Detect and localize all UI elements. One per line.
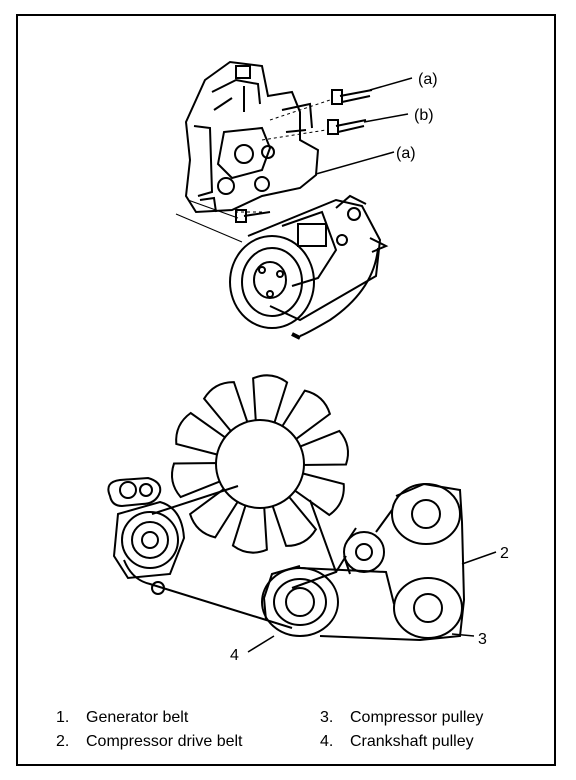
- callout-4: 4: [230, 647, 239, 664]
- legend-label: Generator belt: [86, 709, 189, 726]
- legend-label: Compressor pulley: [350, 709, 484, 726]
- fan-blade: [202, 381, 250, 436]
- fan-blade: [252, 374, 289, 428]
- legend-row: 2. Compressor drive belt 4. Crankshaft p…: [56, 730, 526, 754]
- legend: 1. Generator belt 3. Compressor pulley 2…: [56, 706, 526, 754]
- fan-hub: [215, 419, 305, 509]
- fan-blade: [171, 461, 225, 499]
- legend-number: 3.: [320, 709, 334, 726]
- callout-b: (b): [414, 107, 434, 124]
- fan-blades: [171, 374, 349, 554]
- fan-blade: [231, 500, 268, 554]
- legend-number: 1.: [56, 709, 70, 726]
- fan-blade: [290, 471, 345, 517]
- callout-leaders-top: [315, 77, 413, 175]
- callout-leaders-bottom: [247, 551, 497, 653]
- legend-number: 4.: [320, 733, 334, 750]
- diagram-frame: [16, 14, 556, 766]
- fan-blade: [175, 411, 230, 457]
- legend-label: Crankshaft pulley: [350, 733, 474, 750]
- callout-2: 2: [500, 545, 509, 562]
- legend-row: 1. Generator belt 3. Compressor pulley: [56, 706, 526, 730]
- legend-item: 3. Compressor pulley: [320, 709, 526, 727]
- fan-blade: [270, 492, 318, 547]
- fan-blade: [295, 429, 349, 467]
- legend-label: Compressor drive belt: [86, 733, 243, 750]
- legend-number: 2.: [56, 733, 70, 750]
- belt-routing-illustration: [107, 476, 466, 642]
- fan-blade: [188, 485, 242, 539]
- fan-blade: [278, 389, 332, 443]
- compressor-bracket-illustration: [175, 60, 389, 340]
- callout-3: 3: [478, 631, 487, 648]
- legend-item: 1. Generator belt: [56, 709, 320, 727]
- callout-a-mid: (a): [396, 145, 416, 162]
- legend-item: 4. Crankshaft pulley: [320, 733, 526, 751]
- callout-a-top: (a): [418, 71, 438, 88]
- legend-item: 2. Compressor drive belt: [56, 733, 320, 751]
